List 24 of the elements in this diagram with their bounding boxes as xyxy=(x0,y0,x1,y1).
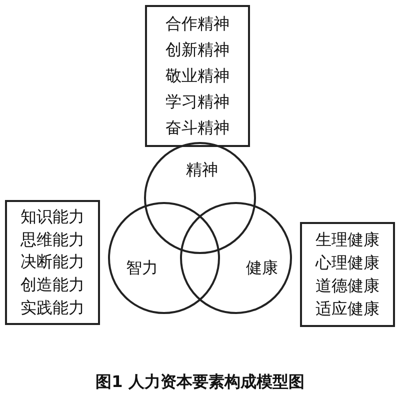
circle-label: 健康 xyxy=(246,258,278,279)
list-box xyxy=(5,200,100,325)
venn-circle xyxy=(180,202,292,314)
list-item: 心理健康 xyxy=(316,252,380,273)
list-box xyxy=(145,5,250,147)
list-item: 创造能力 xyxy=(20,275,84,296)
list-item: 道德健康 xyxy=(316,276,380,296)
list-item: 思维能力 xyxy=(20,230,84,250)
list-item: 敬业精神 xyxy=(166,66,230,86)
figure-caption: 图1 人力资本要素构成模型图 xyxy=(94,372,306,393)
list-item: 决断能力 xyxy=(20,252,84,272)
list-item: 奋斗精神 xyxy=(166,118,230,138)
list-item: 适应健康 xyxy=(316,299,380,320)
circle-label: 智力 xyxy=(126,258,158,279)
venn-circle xyxy=(144,142,256,254)
list-item: 合作精神 xyxy=(166,14,230,34)
list-item: 实践能力 xyxy=(20,298,84,318)
list-item: 学习精神 xyxy=(166,92,230,112)
venn-circle xyxy=(108,202,220,314)
list-item: 生理健康 xyxy=(316,230,380,250)
list-item: 知识能力 xyxy=(20,207,84,228)
list-box xyxy=(300,222,395,327)
list-item: 创新精神 xyxy=(166,40,230,60)
circle-label: 精神 xyxy=(186,160,218,181)
